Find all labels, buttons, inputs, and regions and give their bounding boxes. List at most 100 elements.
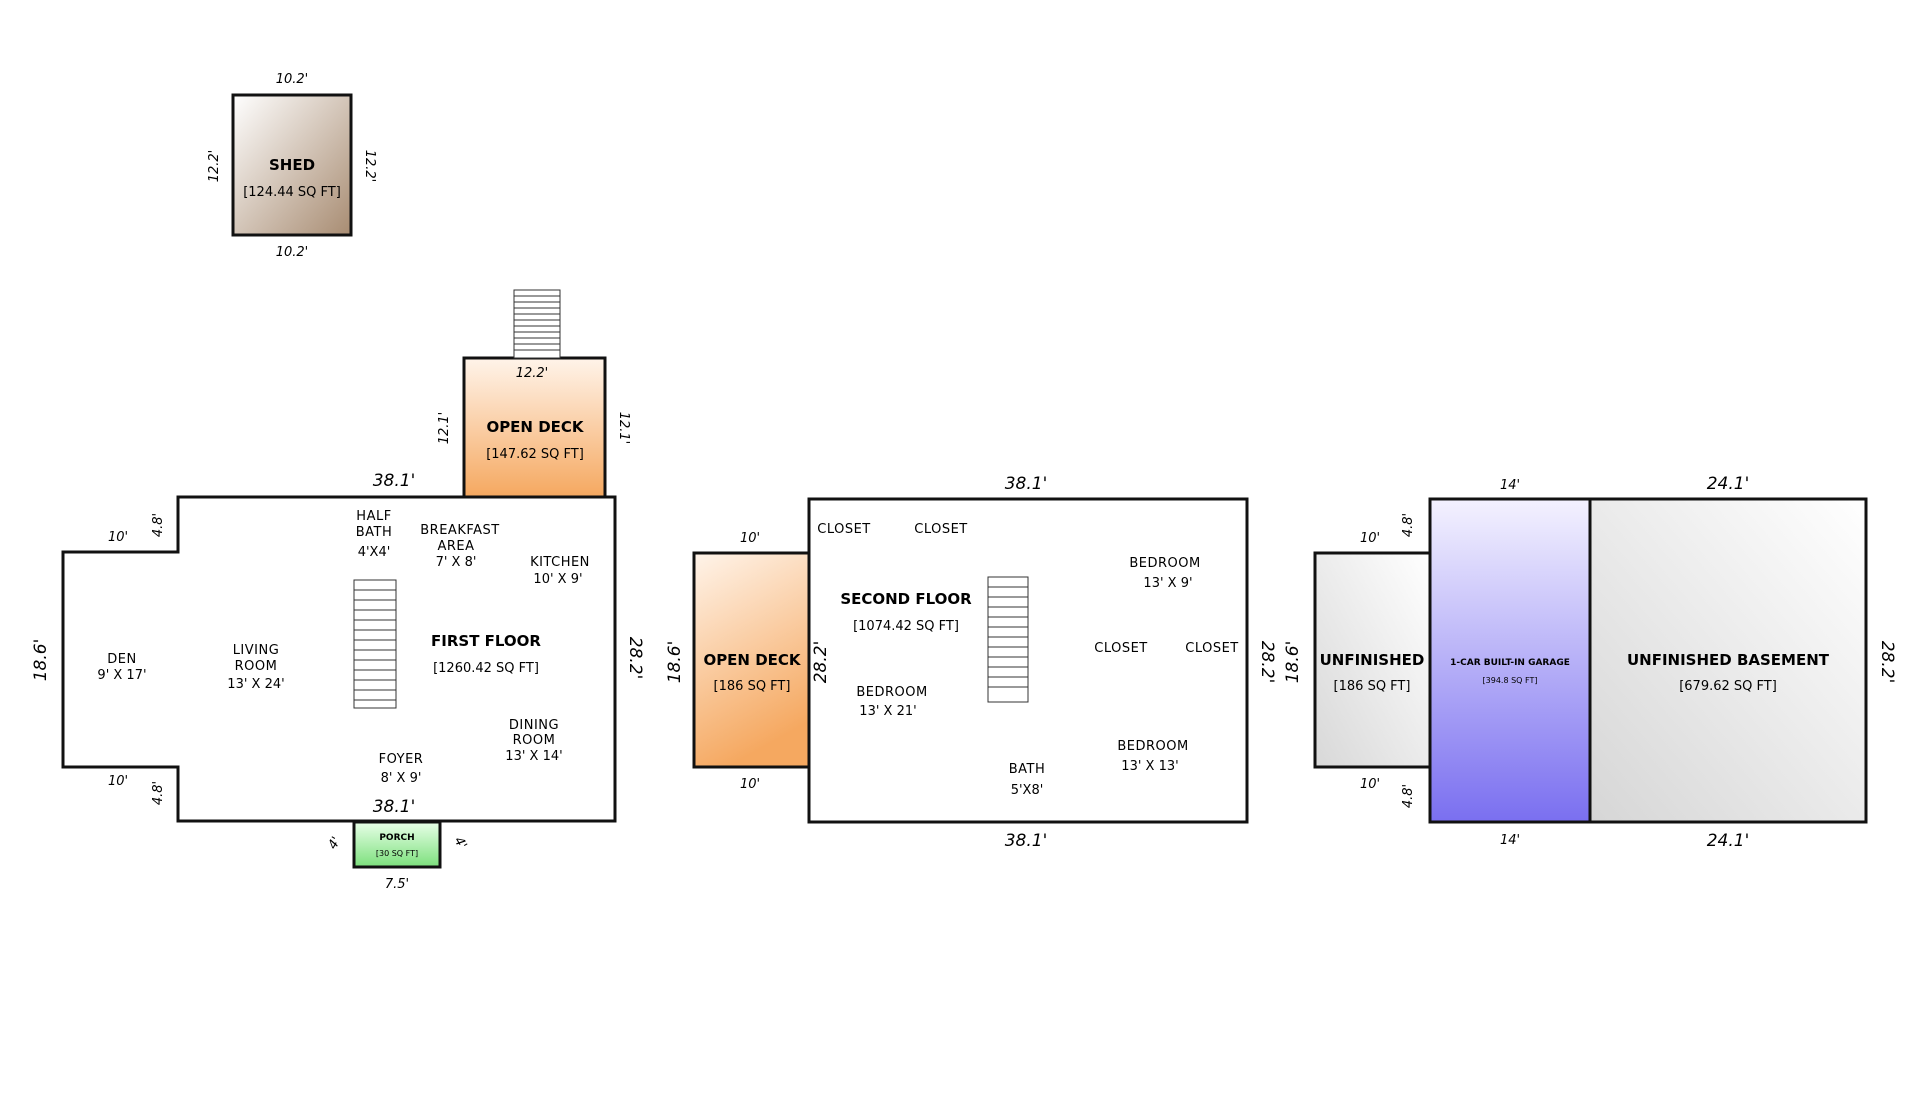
svg-text:10' X 9': 10' X 9' (533, 572, 582, 587)
deck2-dim-bottom: 10' (740, 777, 760, 792)
second-floor-outline (807, 497, 1249, 824)
open-deck-first-floor: OPEN DECK [147.62 SQ FT] 12.2' 12.1' 12.… (437, 289, 631, 499)
room-foyer: FOYER 8' X 9' (379, 752, 424, 786)
basement-dim-notch-top-w: 10' (1360, 531, 1380, 546)
second-floor-dim-right: 28.2' (1257, 641, 1277, 684)
basement-dim-top: 24.1' (1707, 474, 1750, 494)
room-dining-room: DINING ROOM 13' X 14' (505, 718, 562, 764)
shed-dim-top: 10.2' (276, 72, 309, 87)
deck-stairs (513, 289, 561, 359)
garage-name: 1-CAR BUILT-IN GARAGE (1450, 658, 1570, 668)
room-kitchen: KITCHEN 10' X 9' (530, 555, 589, 587)
room-closet-2: CLOSET (914, 522, 968, 537)
basement-dim-notch-bot-w: 10' (1360, 777, 1380, 792)
svg-text:BATH: BATH (1009, 762, 1046, 777)
open-deck-second-floor: OPEN DECK [186 SQ FT] 10' 10' 18.6' (665, 531, 811, 792)
deck2-outline (692, 551, 811, 769)
porch-dim-right: 4' (451, 834, 470, 852)
svg-text:DINING: DINING (509, 718, 559, 733)
basement: UNFINISHED [186 SQ FT] 1-CAR BUILT-IN GA… (1283, 474, 1897, 851)
svg-text:13' X 9': 13' X 9' (1143, 576, 1192, 591)
first-floor: FIRST FLOOR [1260.42 SQ FT] HALF BATH 4'… (31, 471, 645, 823)
porch-dim-left: 4' (326, 834, 345, 852)
first-floor-name: FIRST FLOOR (431, 632, 541, 650)
svg-text:AREA: AREA (437, 539, 474, 554)
first-floor-dim-left: 18.6' (31, 639, 51, 682)
deck2-sqft: [186 SQ FT] (714, 679, 791, 694)
room-closet-4: CLOSET (1185, 641, 1239, 656)
room-bath: BATH 5'X8' (1009, 762, 1046, 798)
basement-dim-right: 28.2' (1877, 641, 1897, 684)
room-breakfast-area: BREAKFAST AREA 7' X 8' (420, 523, 499, 570)
svg-text:9' X 17': 9' X 17' (97, 668, 146, 683)
deck2-dim-left: 18.6' (665, 641, 685, 684)
svg-text:ROOM: ROOM (513, 733, 556, 748)
room-closet-1: CLOSET (817, 522, 871, 537)
first-floor-stairs (353, 579, 397, 709)
porch-name: PORCH (379, 833, 414, 843)
svg-text:LIVING: LIVING (233, 643, 280, 658)
deck-name: OPEN DECK (486, 418, 584, 436)
basement-dim-bottom: 24.1' (1707, 831, 1750, 851)
unfinished-outline (1313, 551, 1432, 769)
second-floor-dim-left: 28.2' (811, 641, 831, 684)
basement-dim-left: 18.6' (1283, 641, 1303, 684)
basement-dim-notch-top-h: 4.8' (1401, 513, 1416, 537)
shed-sqft: [124.44 SQ FT] (243, 185, 341, 200)
second-floor-dim-bottom: 38.1' (1005, 831, 1048, 851)
porch-sqft: [30 SQ FT] (376, 849, 418, 858)
svg-text:BEDROOM: BEDROOM (856, 685, 927, 700)
svg-text:BATH: BATH (356, 525, 393, 540)
deck2-dim-top: 10' (740, 531, 760, 546)
svg-text:BEDROOM: BEDROOM (1129, 556, 1200, 571)
unfinished-sqft: [186 SQ FT] (1334, 679, 1411, 694)
svg-text:FOYER: FOYER (379, 752, 424, 767)
unfinished-basement-name: UNFINISHED BASEMENT (1627, 651, 1830, 669)
room-closet-3: CLOSET (1094, 641, 1148, 656)
first-floor-dim-notch-bot-h: 4.8' (151, 781, 166, 805)
unfinished-name: UNFINISHED (1320, 651, 1425, 669)
svg-text:13' X 21': 13' X 21' (859, 704, 916, 719)
room-half-bath: HALF BATH 4'X4' (356, 509, 393, 560)
room-living-room: LIVING ROOM 13' X 24' (227, 643, 284, 692)
garage-dim-top: 14' (1500, 478, 1520, 493)
second-floor-dim-top: 38.1' (1005, 474, 1048, 494)
first-floor-dim-right: 28.2' (625, 637, 645, 680)
first-floor-dim-notch-bot-w: 10' (108, 774, 128, 789)
shed-outline (231, 93, 353, 237)
second-floor-stairs (987, 576, 1029, 703)
shed-name: SHED (269, 156, 315, 174)
shed: SHED [124.44 SQ FT] 10.2' 10.2' 12.2' 12… (207, 72, 377, 260)
shed-dim-bottom: 10.2' (276, 245, 309, 260)
deck-outline (462, 356, 607, 499)
garage-sqft: [394.8 SQ FT] (1483, 676, 1538, 685)
deck-dim-top: 12.2' (516, 366, 549, 381)
porch-dim-bottom: 7.5' (385, 877, 409, 892)
unfinished-basement-sqft: [679.62 SQ FT] (1679, 679, 1777, 694)
svg-text:5'X8': 5'X8' (1011, 783, 1044, 798)
room-bedroom-se: BEDROOM 13' X 13' (1117, 739, 1188, 774)
svg-text:13' X 13': 13' X 13' (1121, 759, 1178, 774)
first-floor-outline (61, 495, 617, 823)
garage-outline (1428, 497, 1592, 824)
svg-text:4'X4': 4'X4' (358, 545, 391, 560)
first-floor-dim-notch-top-w: 10' (108, 530, 128, 545)
porch: PORCH [30 SQ FT] 7.5' 4' 4' (326, 820, 470, 892)
basement-dim-notch-bot-h: 4.8' (1401, 784, 1416, 808)
svg-text:ROOM: ROOM (235, 659, 278, 674)
svg-text:HALF: HALF (356, 509, 391, 524)
svg-text:13' X 14': 13' X 14' (505, 749, 562, 764)
svg-text:8' X 9': 8' X 9' (381, 771, 422, 786)
svg-text:13' X 24': 13' X 24' (227, 677, 284, 692)
second-floor: SECOND FLOOR [1074.42 SQ FT] CLOSET CLOS… (807, 474, 1277, 851)
first-floor-dim-notch-top-h: 4.8' (151, 513, 166, 537)
deck-dim-left: 12.1' (437, 412, 452, 445)
svg-text:BREAKFAST: BREAKFAST (420, 523, 499, 538)
svg-text:DEN: DEN (107, 652, 136, 667)
shed-dim-left: 12.2' (207, 150, 222, 183)
svg-text:BEDROOM: BEDROOM (1117, 739, 1188, 754)
deck-sqft: [147.62 SQ FT] (486, 447, 584, 462)
room-bedroom-w: BEDROOM 13' X 21' (856, 685, 927, 719)
garage-dim-bottom: 14' (1500, 833, 1520, 848)
